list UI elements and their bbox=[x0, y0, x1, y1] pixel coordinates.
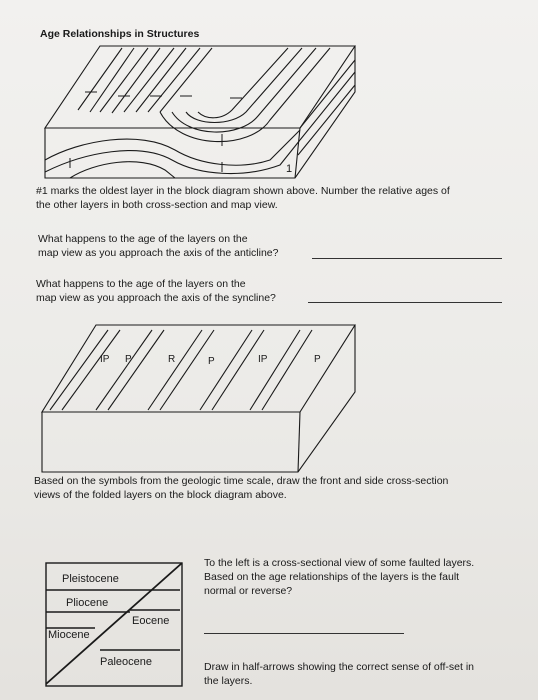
anticline-question-line1: What happens to the age of the layers on… bbox=[38, 233, 248, 245]
fault-question-line2: Based on the age relationships of the la… bbox=[204, 571, 460, 583]
layer-eocene: Eocene bbox=[132, 615, 169, 627]
syncline-answer-line[interactable] bbox=[308, 302, 502, 303]
arrows-instruction-line2: the layers. bbox=[204, 675, 253, 687]
symbol-p-3: P bbox=[314, 354, 321, 365]
fault-question-line1: To the left is a cross-sectional view of… bbox=[204, 557, 475, 569]
draw-instruction-line2: views of the folded layers on the block … bbox=[34, 489, 287, 501]
anticline-question-line2: map view as you approach the axis of the… bbox=[38, 247, 279, 259]
oldest-layer-marker: 1 bbox=[286, 163, 292, 175]
instruction-number-line1: #1 marks the oldest layer in the block d… bbox=[36, 185, 450, 197]
symbol-r: R bbox=[168, 354, 175, 365]
symbol-ip-1: IP bbox=[100, 354, 110, 365]
worksheet-title: Age Relationships in Structures bbox=[40, 28, 200, 40]
fault-answer-line[interactable] bbox=[204, 633, 404, 634]
syncline-question-line2: map view as you approach the axis of the… bbox=[36, 292, 276, 304]
layer-pleistocene: Pleistocene bbox=[62, 573, 119, 585]
layer-paleocene: Paleocene bbox=[100, 656, 152, 668]
instruction-number-line2: the other layers in both cross-section a… bbox=[36, 199, 278, 211]
layer-miocene: Miocene bbox=[48, 629, 90, 641]
layer-pliocene: Pliocene bbox=[66, 597, 108, 609]
fault-question-line3: normal or reverse? bbox=[204, 585, 293, 597]
symbol-p-2: P bbox=[208, 356, 215, 367]
draw-instruction-line1: Based on the symbols from the geologic t… bbox=[34, 475, 449, 487]
arrows-instruction-line1: Draw in half-arrows showing the correct … bbox=[204, 661, 475, 673]
syncline-question-line1: What happens to the age of the layers on… bbox=[36, 278, 246, 290]
symbol-ip-2: IP bbox=[258, 354, 268, 365]
anticline-answer-line[interactable] bbox=[312, 258, 502, 259]
symbol-p-1: P bbox=[125, 354, 132, 365]
